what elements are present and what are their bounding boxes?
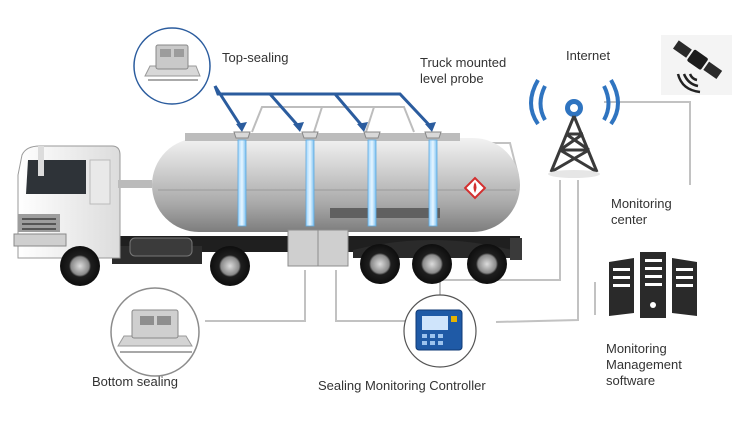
fuel-tanker-truck: [13, 131, 522, 286]
server-rack-icon: [609, 252, 697, 318]
controller-box-icon: [403, 294, 477, 368]
probe-wiring-grey: [251, 106, 415, 133]
management-software-label-line3: software: [606, 373, 656, 388]
rear-cable-line: [488, 142, 519, 176]
probe-wiring-blue: [213, 85, 434, 130]
internet-uplink-line: [495, 180, 579, 323]
connector-lines: [205, 101, 691, 323]
controller-to-tower-line: [439, 180, 561, 300]
probe-arrowheads: [236, 122, 436, 132]
level-probe-label: Truck mounted level probe: [420, 55, 506, 87]
management-software-label-line2: Management: [606, 357, 682, 372]
level-probe-label-line1: Truck mounted: [420, 55, 507, 70]
monitoring-center-label-line2: center: [611, 212, 648, 227]
controller-label: Sealing Monitoring Controller: [318, 378, 486, 393]
flammable-hazard-icon: [463, 176, 487, 200]
management-software-label-line1: Monitoring: [606, 341, 667, 356]
satellite-icon: [661, 35, 732, 95]
tower-to-center-line: [604, 101, 691, 185]
controller-to-truck-line: [335, 270, 406, 322]
monitoring-center-label-line1: Monitoring: [611, 196, 672, 211]
bottom-sealing-device: [110, 287, 200, 377]
bottom-seal-to-truck-line: [205, 270, 306, 322]
bottom-sealing-label: Bottom sealing: [92, 374, 178, 389]
truck-wheels: [60, 244, 507, 286]
level-probe-icon: [233, 131, 442, 227]
truck-cab: [13, 145, 152, 259]
top-sealing-label: Top-sealing: [222, 50, 289, 65]
management-software-label: Monitoring Management software: [606, 341, 682, 389]
top-sealing-device: [133, 27, 211, 105]
monitoring-center-label: Monitoring center: [611, 196, 672, 228]
level-probe-label-line2: level probe: [420, 71, 484, 86]
internet-label: Internet: [566, 48, 611, 63]
antenna-tower-icon: [529, 78, 620, 178]
